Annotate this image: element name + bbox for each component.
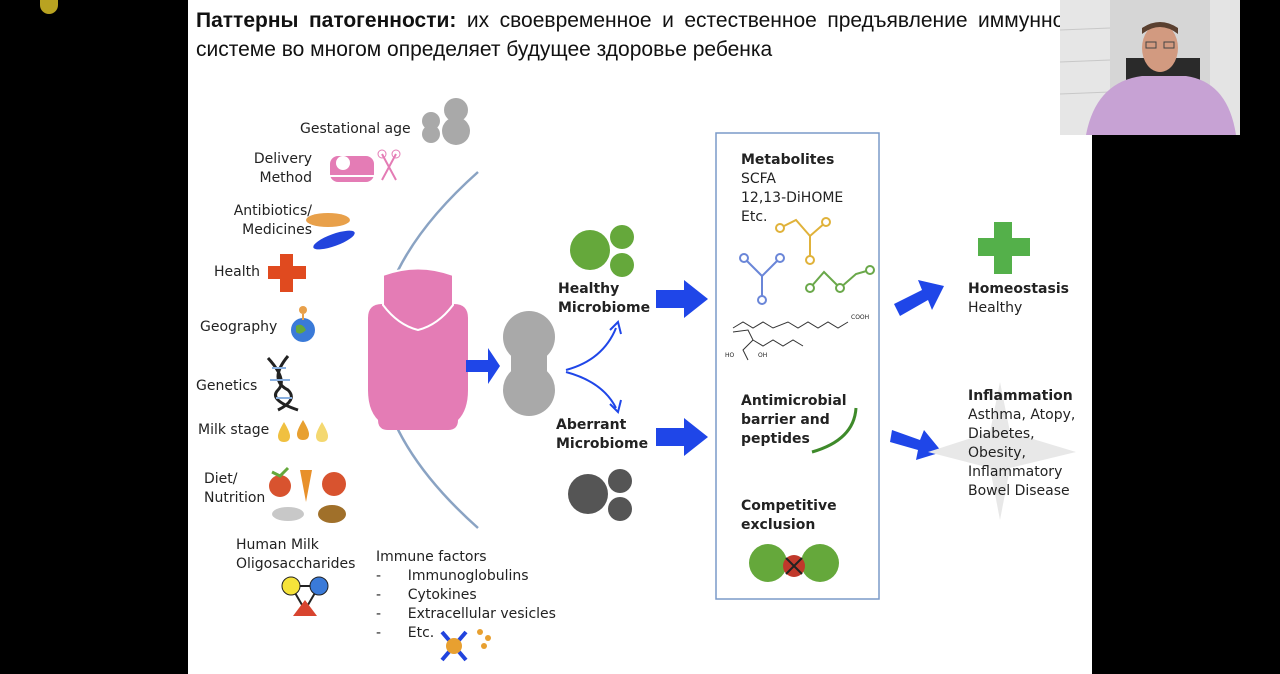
slide-title: Паттерны патогенности: их своевременное … — [196, 6, 1076, 64]
arrow-inflammation — [890, 430, 942, 460]
homeostasis-title: Homeostasis — [968, 281, 1069, 297]
immune-factor-item: Extracellular vesicles — [407, 606, 556, 622]
milk-drops-icon — [278, 420, 328, 442]
molecule-green-icon — [805, 265, 875, 293]
immune-factors-list: Immune factors - Immunoglobulins - Cytok… — [376, 548, 576, 643]
antimicrobial-barrier-icon — [811, 407, 858, 454]
geography-globe-icon — [291, 306, 315, 342]
factor-genetics: Genetics — [196, 378, 258, 394]
inflammation-item: Diabetes, — [968, 426, 1035, 442]
immune-factor-item: Immunoglobulins — [407, 568, 529, 584]
delivery-method-icon — [330, 149, 401, 182]
right-black-area — [1092, 135, 1240, 674]
dihome-structure-icon — [732, 321, 849, 361]
homeostasis-block: Homeostasis Healthy — [968, 280, 1078, 318]
presenter-video — [1060, 0, 1240, 135]
competitive-exclusion-label: Competitive exclusion — [741, 498, 837, 533]
arrow-healthy — [656, 280, 708, 318]
slide-title-bold: Паттерны патогенности: — [196, 9, 457, 32]
factor-delivery-method: Delivery Method — [253, 151, 312, 186]
presentation-slide: Паттерны патогенности: их своевременное … — [188, 0, 1092, 674]
inflammation-item: Obesity, — [968, 445, 1026, 461]
metabolite-item: SCFA — [741, 171, 777, 187]
factor-geography: Geography — [200, 319, 278, 335]
homeostasis-sub: Healthy — [968, 300, 1023, 316]
immune-factor-item: Etc. — [407, 625, 435, 641]
arrow-aberrant — [656, 418, 708, 456]
immune-antibody-icon — [440, 629, 491, 662]
antimicrobial-label: Antimicrobial barrier and peptides — [741, 393, 847, 447]
gestational-age-icon — [422, 98, 470, 145]
immune-factors-title: Immune factors — [376, 549, 487, 565]
inflammation-item: Bowel Disease — [968, 483, 1070, 499]
immune-factor-item: Cytokines — [407, 587, 477, 603]
branch-up — [565, 327, 617, 371]
mother-icon — [368, 267, 468, 430]
metabolite-item: 12,13-DiHOME — [741, 190, 844, 206]
dna-icon — [266, 355, 299, 412]
yellow-corner-marker — [40, 0, 58, 14]
branch-down — [565, 371, 617, 409]
arrow-homeostasis — [894, 280, 944, 316]
factor-milk-stage: Milk stage — [198, 422, 270, 438]
diagram — [266, 98, 1076, 662]
health-red-cross-icon — [268, 254, 306, 292]
hmo-icon — [281, 576, 329, 616]
molecule-blue-icon — [739, 253, 785, 305]
food-icon — [269, 466, 346, 523]
factor-antibiotics: Antibiotics/ Medicines — [233, 203, 312, 238]
healthy-microbiome-label: Healthy Microbiome — [558, 281, 651, 316]
inflammation-title: Inflammation — [968, 388, 1073, 404]
competitive-exclusion-icon — [749, 544, 839, 582]
healthy-bacteria-icon — [570, 225, 634, 277]
cooh-label: COOH — [851, 314, 870, 321]
factor-hmo: Human Milk Oligosaccharides — [236, 537, 356, 572]
slide-title-text: их своевременное и естественное предъявл… — [196, 9, 1076, 61]
metabolite-item: Etc. — [741, 209, 768, 225]
oh-label: OH — [758, 352, 768, 359]
factor-gestational-age: Gestational age — [300, 121, 411, 137]
webcam-overlay — [1060, 0, 1240, 135]
aberrant-microbiome-label: Aberrant Microbiome — [556, 417, 649, 452]
inflammation-star-icon — [928, 382, 1076, 520]
factor-diet: Diet/ Nutrition — [204, 471, 266, 506]
inflammation-block: Inflammation Asthma, Atopy, Diabetes, Ob… — [968, 387, 1088, 501]
aberrant-bacteria-icon — [568, 469, 632, 521]
health-green-cross-icon — [978, 222, 1030, 274]
mechanisms-box — [715, 132, 880, 600]
arrow-to-infant — [466, 348, 500, 384]
molecule-yellow-icon — [775, 217, 831, 265]
ho-label: HO — [725, 352, 735, 359]
inflammation-item: Inflammatory — [968, 464, 1063, 480]
factor-health: Health — [214, 264, 260, 280]
infant-icon — [503, 311, 555, 416]
metabolites-title: Metabolites — [741, 152, 835, 168]
metabolites-block: Metabolites SCFA 12,13-DiHOME Etc. — [741, 151, 871, 227]
antibiotics-pill-icon — [306, 213, 355, 250]
inflammation-item: Asthma, Atopy, — [968, 407, 1076, 423]
